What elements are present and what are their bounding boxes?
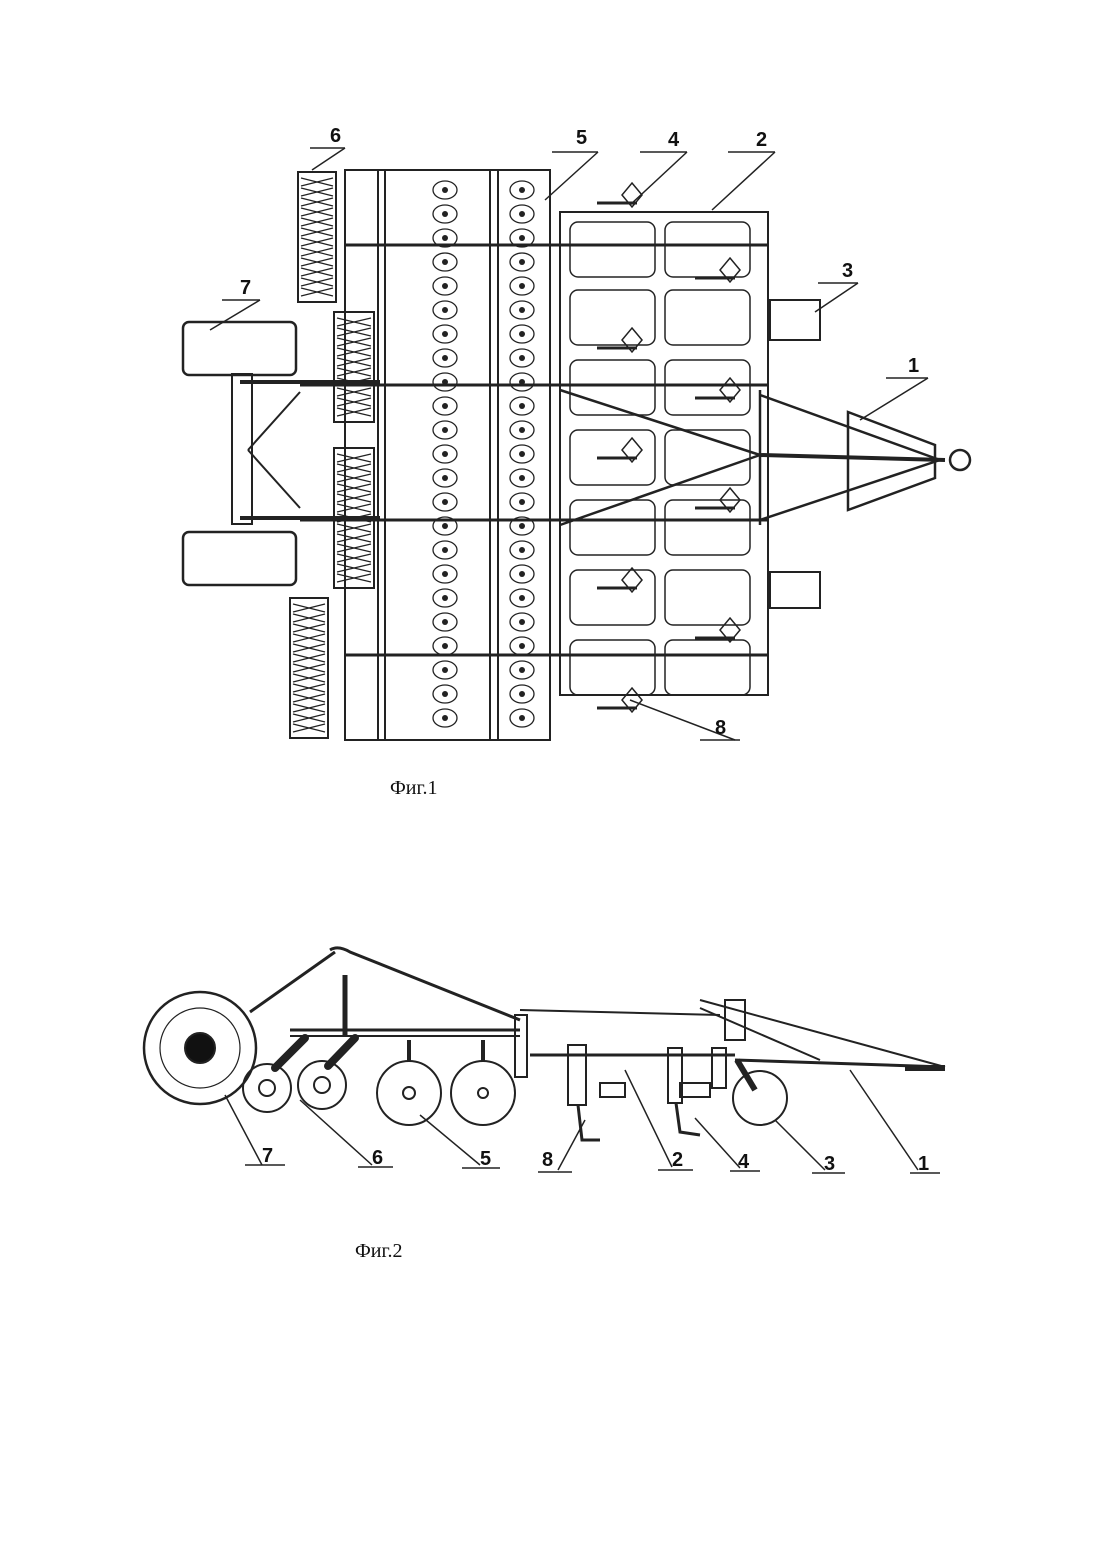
fig2-label-3: 3 bbox=[824, 1153, 835, 1175]
main-frame-side bbox=[250, 948, 945, 1077]
transport-wheel bbox=[144, 992, 256, 1104]
fig2-label-7: 7 bbox=[262, 1145, 273, 1167]
figure-2-side-view: 7 6 5 8 2 4 3 1 bbox=[0, 0, 1100, 1300]
fig2-label-4: 4 bbox=[738, 1151, 750, 1173]
fig2-label-1: 1 bbox=[918, 1153, 929, 1175]
packer-rollers bbox=[243, 1038, 355, 1112]
fig2-label-5: 5 bbox=[480, 1148, 491, 1170]
figure-2-caption: Фиг.2 bbox=[355, 1240, 402, 1263]
fig2-label-2: 2 bbox=[672, 1149, 683, 1171]
fig2-label-6: 6 bbox=[372, 1147, 383, 1169]
seeding-discs-side bbox=[377, 1040, 515, 1125]
fig2-label-8: 8 bbox=[542, 1149, 553, 1171]
